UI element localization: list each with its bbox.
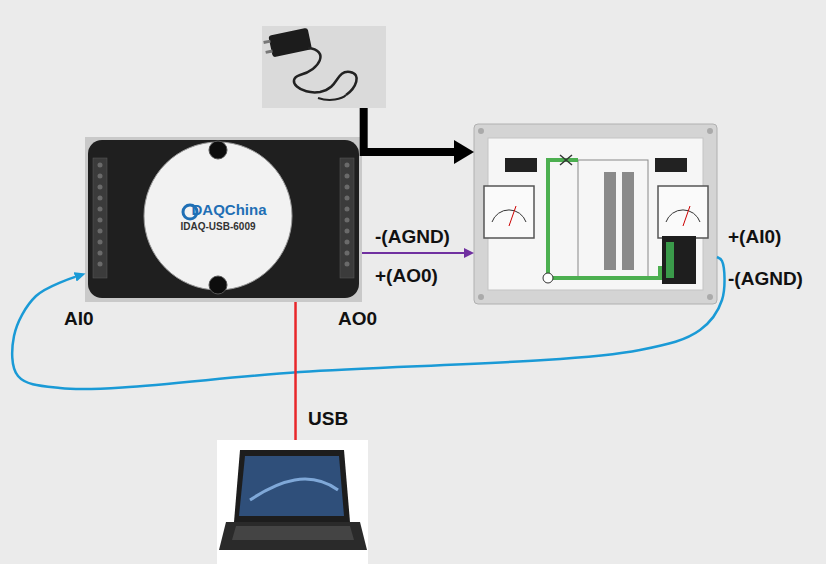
tank-column bbox=[604, 172, 616, 270]
signal-label: AI0 bbox=[64, 308, 94, 330]
pump-symbol bbox=[543, 273, 553, 283]
process-board-photo bbox=[474, 124, 717, 304]
adapter-case bbox=[268, 28, 312, 58]
tank-outline bbox=[578, 160, 648, 278]
connector-label: USB bbox=[306, 408, 350, 430]
adapter-body bbox=[262, 28, 312, 59]
terminal-strip bbox=[93, 158, 107, 278]
adapter-prong bbox=[263, 40, 270, 44]
power-adapter bbox=[262, 26, 386, 108]
switch-panel bbox=[662, 236, 696, 284]
digital-display bbox=[655, 158, 687, 172]
laptop-keyboard bbox=[232, 526, 354, 540]
power-adapter-photo bbox=[262, 26, 386, 108]
mount-hole bbox=[209, 141, 227, 159]
switch-led bbox=[666, 242, 674, 278]
daq-device-photo bbox=[85, 137, 362, 302]
screen-wallpaper bbox=[250, 479, 338, 500]
power-arrow bbox=[364, 108, 454, 152]
output-wire bbox=[362, 252, 464, 254]
daq-device: DAQChinaIDAQ-USB-6009 bbox=[85, 137, 362, 302]
signal-label: +(AI0) bbox=[728, 226, 781, 248]
model-name: IDAQ-USB-6009 bbox=[180, 218, 255, 232]
process-board bbox=[474, 124, 717, 304]
usb-cable bbox=[294, 302, 297, 440]
photo-ground bbox=[85, 137, 362, 302]
adapter-prong bbox=[265, 49, 272, 53]
signal-label: AO0 bbox=[338, 308, 377, 330]
board-frame bbox=[474, 124, 717, 304]
input-wire bbox=[12, 257, 724, 389]
laptop-screen bbox=[239, 456, 344, 516]
photo-ground bbox=[262, 26, 386, 108]
laptop-photo bbox=[217, 440, 368, 564]
brand-name: DAQChina bbox=[170, 201, 267, 218]
analog-meter bbox=[658, 186, 708, 238]
adapter-cable bbox=[294, 48, 357, 95]
node-text-group: DAQChinaIDAQ-USB-6009 bbox=[153, 201, 283, 232]
signal-label: -(AGND) bbox=[375, 226, 450, 248]
device-case bbox=[88, 140, 359, 298]
laptop-base bbox=[219, 522, 367, 550]
analog-meter bbox=[484, 186, 534, 238]
laptop bbox=[217, 440, 368, 564]
signal-label: -(AGND) bbox=[728, 268, 803, 290]
digital-display bbox=[505, 158, 537, 172]
photo-ground bbox=[217, 440, 368, 564]
tank-column bbox=[622, 172, 634, 270]
device-label-disc bbox=[144, 142, 292, 290]
terminal-strip bbox=[340, 158, 354, 278]
signal-label: +(AO0) bbox=[375, 265, 438, 287]
laptop-lid bbox=[234, 450, 350, 522]
valve-symbol bbox=[560, 155, 572, 165]
water-pipe bbox=[548, 160, 660, 278]
mount-hole bbox=[209, 276, 227, 294]
adapter-cable bbox=[318, 95, 346, 100]
